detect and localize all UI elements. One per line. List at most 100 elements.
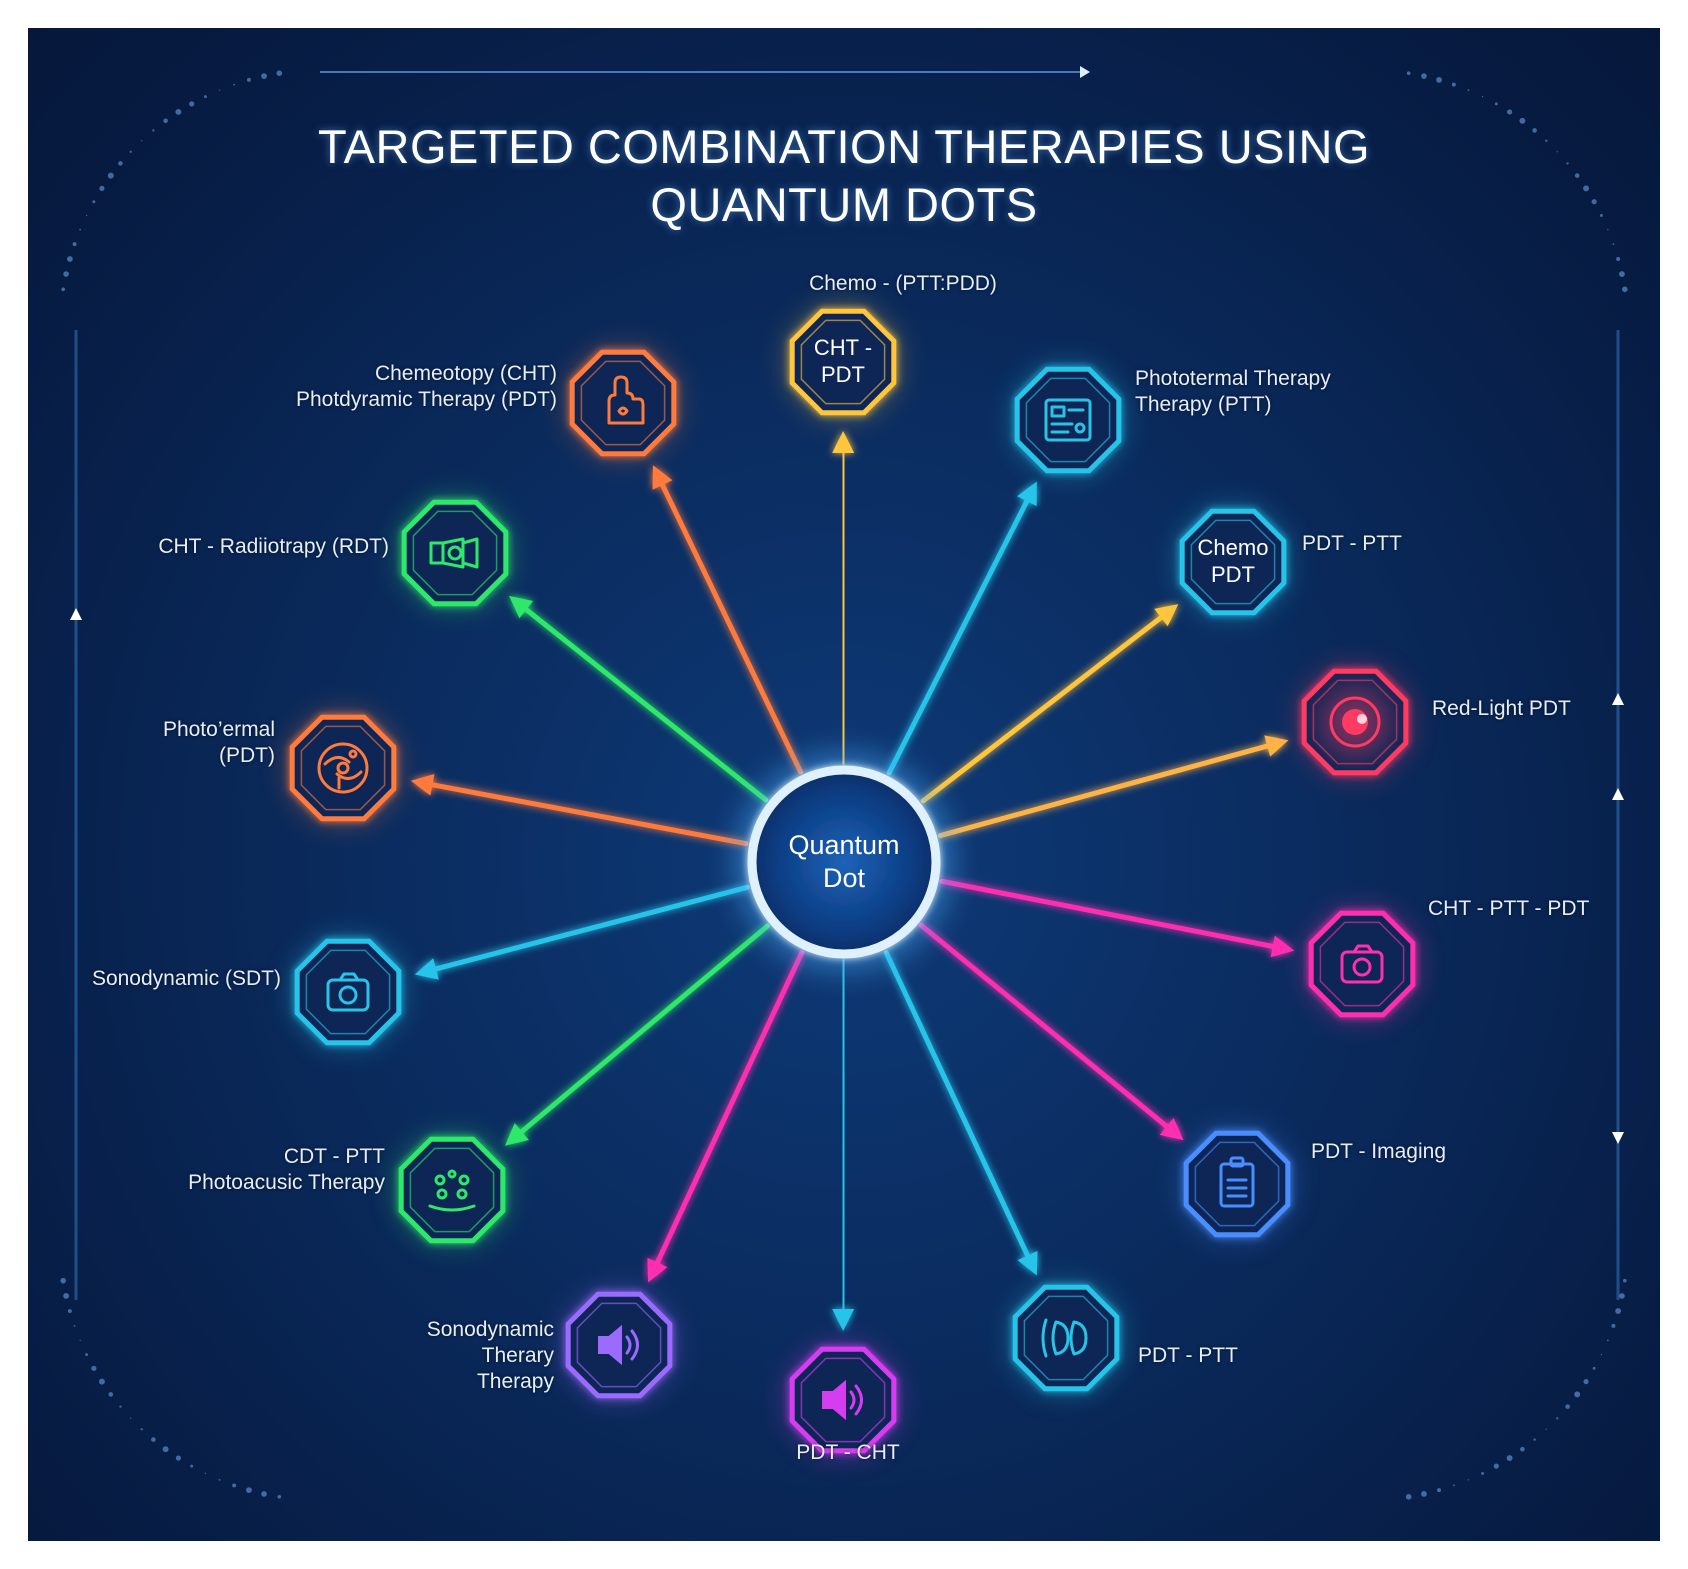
- decor-dot: [1520, 1446, 1525, 1452]
- decor-dot: [175, 1455, 181, 1461]
- decor-dot: [1583, 1379, 1589, 1385]
- arrow-to-lower-right: [883, 950, 1038, 1276]
- decor-dot: [1556, 151, 1558, 153]
- center-circle: [747, 765, 941, 959]
- decor-dot: [1493, 1463, 1499, 1469]
- arrow-head: [1270, 935, 1295, 958]
- decor-dot: [276, 70, 283, 77]
- arrow-head: [504, 1123, 529, 1146]
- node-label-right-chemo: PDT - PTT: [1302, 531, 1402, 557]
- title-line-2: QUANTUM DOTS: [650, 178, 1038, 231]
- decor-dot: [152, 129, 155, 132]
- arrow-head: [1159, 1117, 1184, 1141]
- decor-dot: [60, 1277, 67, 1284]
- decor-dot: [63, 1293, 69, 1299]
- node-upper-right: [1013, 365, 1123, 475]
- node-inner-line-1: CHT -: [813, 335, 873, 360]
- node-label-right-imaging: PDT - Imaging: [1311, 1139, 1446, 1165]
- decor-dot: [85, 1353, 89, 1357]
- node-octagon: [1179, 508, 1287, 616]
- decor-dot: [1612, 243, 1615, 246]
- node-inner-line-1: Chemo: [1197, 535, 1269, 560]
- node-label-line: Photo’ermal: [162, 718, 275, 741]
- decorative-frame: [60, 66, 1628, 1500]
- decor-dot: [1437, 1488, 1442, 1493]
- decor-dot: [130, 1417, 132, 1419]
- arrow-to-right-chemo: [920, 604, 1179, 804]
- decor-dot: [1507, 109, 1513, 115]
- decor-dot: [261, 1491, 267, 1497]
- arrow-head: [1017, 481, 1037, 507]
- arrow-to-right-imaging: [918, 922, 1184, 1141]
- document-panel-icon: [1044, 398, 1092, 442]
- decor-dot: [1421, 73, 1427, 79]
- arrow-head: [652, 465, 673, 490]
- arrow-shaft: [918, 922, 1176, 1134]
- decor-dot: [261, 73, 267, 79]
- decor-dot: [141, 140, 143, 142]
- decor-dot: [73, 1324, 76, 1327]
- node-label-top: Chemo - (PTT:PDD): [753, 271, 1053, 297]
- decor-dot: [118, 161, 123, 166]
- speaker-icon: [822, 1379, 863, 1421]
- arrow-head: [1264, 735, 1289, 757]
- node-inner-ring: [305, 949, 391, 1035]
- node-octagon: [569, 349, 677, 457]
- decor-dot: [1532, 128, 1537, 133]
- quantum-dot-center: [734, 752, 954, 972]
- arrow-to-upper-left: [652, 465, 804, 775]
- node-inner-ring: [1025, 377, 1111, 463]
- decor-dot: [1615, 1308, 1621, 1314]
- node-inner-ring: [409, 1147, 495, 1233]
- node-label-line: Chemeotopy (CHT): [374, 362, 557, 385]
- node-icon-group: [1044, 398, 1092, 442]
- decor-dot: [67, 1309, 72, 1314]
- arrow-shaft: [422, 780, 749, 847]
- node-icon-group: [822, 1379, 863, 1421]
- camera-icon: [326, 972, 370, 1012]
- arrow-shaft: [651, 950, 805, 1273]
- decor-dot: [85, 214, 88, 217]
- arrow-to-bottom: [832, 959, 855, 1332]
- node-label-line: CHT - PTT - PDT: [1428, 897, 1590, 920]
- decor-dot: [61, 287, 66, 292]
- decor-dot: [1622, 1278, 1627, 1283]
- decor-dot: [175, 108, 182, 115]
- node-label-line: PDT - PTT: [1302, 532, 1402, 555]
- decor-dot: [79, 228, 82, 231]
- node-octagon: [1308, 910, 1416, 1018]
- decor-dot: [129, 150, 132, 153]
- arrow-shaft: [513, 923, 770, 1140]
- decor-dot: [1574, 1391, 1581, 1398]
- arrow-shaft: [939, 878, 1284, 951]
- molecule-icon: [317, 742, 369, 794]
- decor-dot: [1405, 1493, 1412, 1500]
- decor-dot: [1519, 117, 1526, 124]
- node-inner-ring: [412, 510, 498, 596]
- decor-dot: [107, 172, 114, 179]
- node-icon-group: [317, 742, 369, 794]
- arrow-head: [410, 773, 435, 796]
- node-octagon: [789, 308, 897, 416]
- decor-dot: [1616, 256, 1621, 261]
- node-label-left-sono: Sonodynamic (SDT): [92, 966, 281, 992]
- decor-dot: [1621, 286, 1628, 293]
- node-right-chemo: [1178, 507, 1288, 617]
- decor-dot: [1545, 139, 1548, 142]
- node-icon-group: [1219, 1156, 1255, 1208]
- decor-dot: [72, 242, 77, 247]
- decor-dot: [1556, 1417, 1559, 1420]
- speaker-icon: [598, 1324, 639, 1366]
- arrow-head: [1017, 1250, 1038, 1276]
- decor-dot: [1574, 173, 1580, 178]
- decor-dot: [1545, 1428, 1547, 1430]
- arrow-head: [414, 958, 439, 980]
- node-right-cht-ptt-pdt: [1307, 909, 1417, 1019]
- arrow-shaft: [883, 950, 1034, 1266]
- node-inner-ring: [300, 725, 386, 811]
- node-label-line: Sonodynamic: [426, 1318, 554, 1341]
